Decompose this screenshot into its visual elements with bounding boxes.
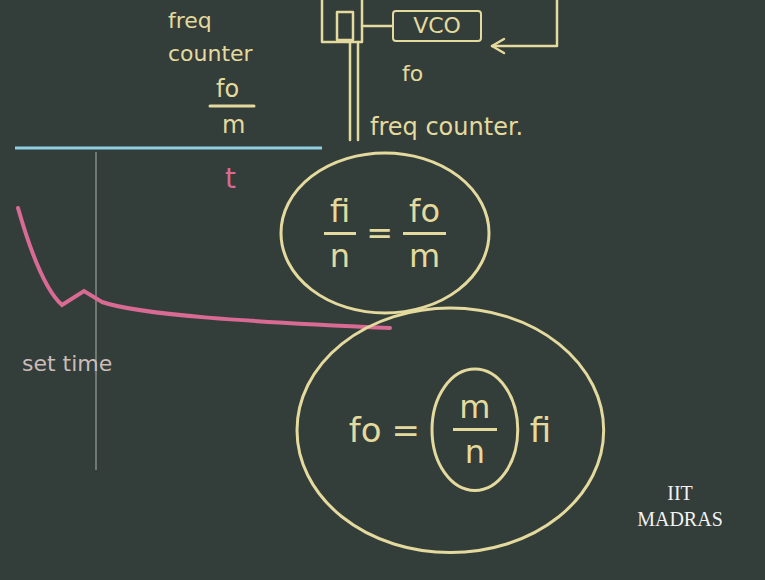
math-term: fo — [349, 413, 382, 447]
math-term: n — [459, 431, 491, 468]
equation-circle: fin = fom — [279, 151, 491, 315]
term: = — [392, 413, 421, 447]
ratio-circle: mn — [430, 367, 520, 493]
fraction: fom — [403, 195, 446, 272]
fraction-bar — [210, 105, 254, 108]
fraction: mn — [453, 391, 496, 468]
wire — [349, 42, 352, 140]
math-term: m — [453, 391, 496, 431]
result-circle: fo=mnfi — [295, 306, 606, 555]
signal-name: fo — [402, 62, 423, 86]
term: fo — [349, 413, 382, 447]
math-term: = — [392, 413, 421, 447]
math-term: fo — [403, 195, 446, 235]
term: = — [366, 217, 393, 249]
term: fi — [530, 413, 551, 447]
time-axis — [15, 147, 322, 150]
note-label: set time — [22, 352, 112, 376]
formula-row: mn — [448, 391, 501, 468]
axis-label: t — [225, 164, 236, 195]
formula-row: fin = fom — [319, 195, 451, 272]
formula-row: VCO — [408, 15, 466, 37]
wire — [357, 42, 360, 140]
counter-label: freq counter — [168, 4, 268, 70]
math-term: m — [403, 235, 446, 272]
term: VCO — [413, 15, 461, 37]
math-term: fi — [324, 195, 356, 235]
math-term: fi — [530, 413, 551, 447]
circle-outline — [432, 369, 518, 491]
formula-row: fo=mnfi — [344, 367, 556, 493]
block-label: VCO — [413, 15, 461, 37]
vco-block: VCO — [392, 10, 482, 42]
wire — [362, 25, 392, 28]
fraction-denominator: m — [222, 112, 245, 138]
circle-outline — [295, 306, 606, 555]
nested-slot: mn — [430, 367, 520, 493]
arrow-head — [492, 39, 504, 53]
watermark: IIT MADRAS — [628, 480, 732, 532]
counter-label: freq counter. — [370, 114, 523, 140]
counter-block — [322, 0, 362, 42]
divider-block — [337, 12, 353, 40]
math-term: = — [366, 217, 393, 249]
circle-outline — [281, 153, 489, 313]
fraction-numerator: fo — [216, 76, 239, 102]
circle-outline — [297, 308, 604, 553]
marker-line — [95, 152, 97, 470]
math-term: n — [324, 235, 356, 272]
fraction: fin — [324, 195, 356, 272]
